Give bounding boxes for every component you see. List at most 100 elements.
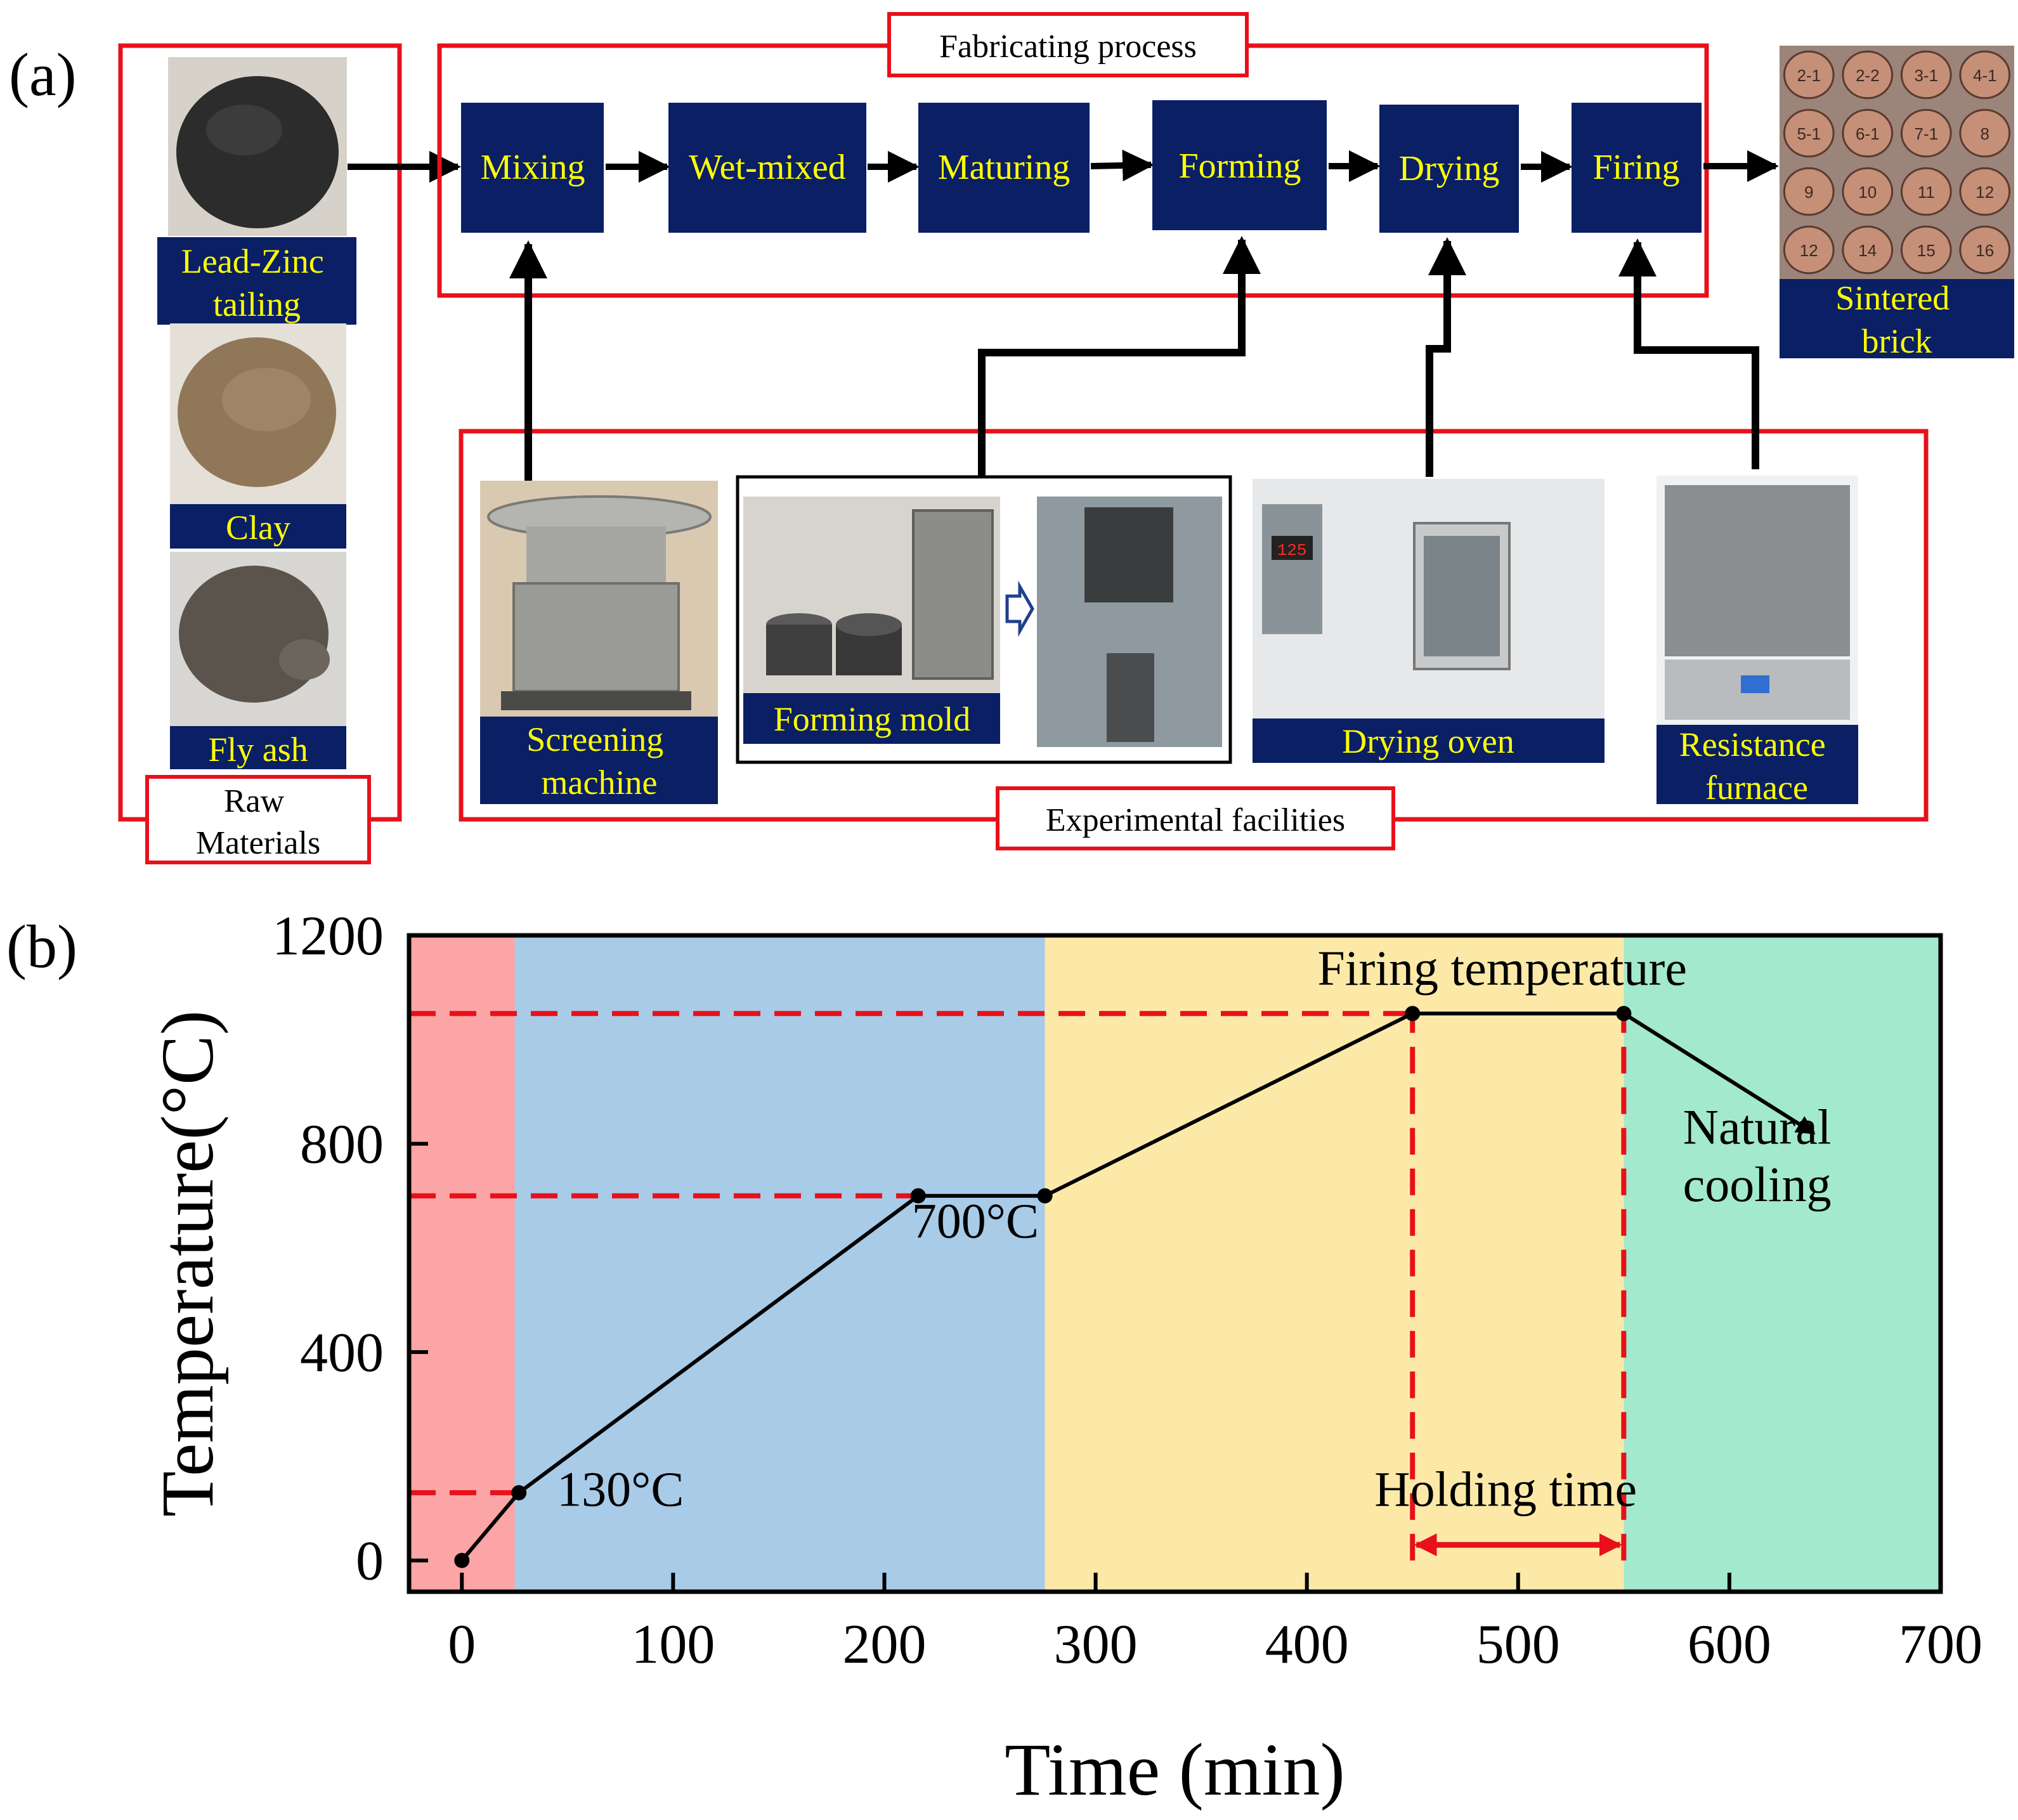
x-tick-label: 600: [1688, 1614, 1771, 1675]
fabricating-process-title: Fabricating process: [939, 29, 1197, 65]
fabricating-process-title-box: [887, 12, 1249, 77]
process-step-mixing: Mixing: [461, 103, 604, 233]
svg-text:Mixing: Mixing: [481, 148, 585, 187]
brick-sample-id: 3-1: [1914, 66, 1938, 85]
forming-mold-label: Forming mold: [774, 700, 971, 738]
process-step-drying: Drying: [1379, 105, 1519, 233]
brick-sample: [1783, 108, 1835, 158]
brick-sample-id: 12: [1800, 241, 1818, 260]
resistance-furnace-label: Resistance furnace: [1679, 725, 1834, 807]
brick-sample: [1842, 167, 1894, 216]
brick-sample: [1783, 225, 1835, 275]
brick-sample-id: 6-1: [1856, 124, 1880, 143]
brick-sample: [1959, 50, 2011, 100]
x-tick-label: 0: [448, 1614, 476, 1675]
x-tick-label: 700: [1899, 1614, 1982, 1675]
data-point: [1405, 1006, 1421, 1022]
sintered-brick-label-box: [1780, 279, 2014, 358]
drying-oven-photo: 125: [1253, 479, 1605, 718]
y-tick-label: 400: [300, 1322, 384, 1384]
lead-zinc-label-box: [157, 237, 356, 325]
x-tick-label: 200: [842, 1614, 926, 1675]
sintered-brick-label: Sintered brick: [1835, 279, 1958, 360]
y-tick-label: 1200: [272, 906, 384, 967]
brick-sample-id: 2-2: [1856, 66, 1880, 85]
brick-sample-id: 10: [1858, 183, 1877, 202]
chart-region: [1045, 935, 1624, 1592]
chart-annotation: Firing temperature: [1317, 940, 1687, 996]
x-tick-label: 400: [1265, 1614, 1349, 1675]
brick-sample: [1900, 50, 1952, 100]
brick-sample: [1842, 225, 1894, 275]
x-tick-label: 500: [1476, 1614, 1560, 1675]
brick-sample: [1900, 225, 1952, 275]
brick-sample: [1842, 108, 1894, 158]
process-step-firing: Firing: [1572, 103, 1702, 233]
panel-a-label: (a): [9, 41, 77, 108]
fly-ash-photo: [170, 552, 346, 726]
screening-machine-label: Screening machine: [526, 720, 672, 802]
clay-photo: [170, 323, 346, 504]
fly-ash-label: Fly ash: [208, 731, 308, 769]
experimental-facilities-title: Experimental facilities: [1046, 802, 1345, 838]
oven-display: 125: [1277, 541, 1307, 560]
data-point: [910, 1188, 926, 1204]
experimental-facilities-title-box: [996, 786, 1395, 850]
data-point: [454, 1552, 470, 1568]
chart-annotation: cooling: [1683, 1157, 1832, 1212]
svg-text:Drying: Drying: [1399, 149, 1500, 188]
brick-sample-id: 8: [1981, 124, 1989, 143]
data-point: [1037, 1188, 1053, 1204]
data-point: [511, 1485, 527, 1500]
brick-sample: [1783, 50, 1835, 100]
raw-materials-title: Raw Materials: [196, 783, 320, 861]
chart-region: [409, 935, 515, 1592]
clay-label-box: [170, 504, 346, 549]
brick-sample-id: 12: [1976, 183, 1994, 202]
chart-annotation: Holding time: [1374, 1461, 1637, 1516]
screening-machine-label-box: [480, 717, 718, 804]
raw-materials-title-box: [145, 775, 371, 864]
chart-annotation: 130°C: [557, 1461, 684, 1516]
brick-sample-id: 2-1: [1797, 66, 1821, 85]
y-axis-label: Temperature(°C): [146, 1010, 229, 1517]
chart-frame: [407, 933, 1943, 1594]
lead-zinc-label: Lead-Zinc tailing: [181, 242, 332, 323]
process-step-forming: Forming: [1152, 100, 1327, 230]
brick-sample-id: 15: [1917, 241, 1936, 260]
y-tick-label: 0: [356, 1531, 384, 1592]
y-tick-label: 800: [300, 1114, 384, 1176]
brick-sample-id: 11: [1918, 183, 1935, 202]
brick-sample: [1959, 108, 2011, 158]
brick-sample: [1783, 167, 1835, 216]
brick-sample-id: 9: [1804, 183, 1813, 202]
svg-text:Forming: Forming: [1179, 146, 1301, 186]
svg-text:Firing: Firing: [1593, 148, 1680, 187]
arrow-oven-to-drying: [1426, 237, 1466, 477]
brick-sample-id: 4-1: [1973, 66, 1997, 85]
process-step-wet-mixed: Wet-mixed: [668, 103, 866, 233]
drying-oven-label: Drying oven: [1342, 722, 1514, 760]
temperature-line: [460, 1011, 1624, 1562]
brick-sample-id: 5-1: [1797, 124, 1821, 143]
process-step-maturing: Maturing: [918, 103, 1090, 233]
x-axis-label: Time (min): [1005, 1728, 1345, 1811]
resistance-furnace-photo: [1657, 476, 1858, 725]
brick-sample: [1959, 167, 2011, 216]
svg-text:Wet-mixed: Wet-mixed: [689, 148, 845, 187]
arrow-mold-to-forming: [978, 236, 1261, 477]
chart-annotation: 700°C: [912, 1193, 1039, 1248]
brick-sample-id: 16: [1976, 241, 1994, 260]
fly-ash-label-box: [170, 726, 346, 769]
chart-region: [514, 935, 1045, 1592]
press-arrow-icon: [1005, 580, 1034, 637]
chart-region: [1624, 935, 1941, 1592]
panel-a: (a) Lead-Zinc tailing Clay Fly as: [9, 12, 2014, 864]
forming-mold-label-box: [743, 693, 1000, 744]
panel-b-label: (b): [6, 913, 77, 980]
